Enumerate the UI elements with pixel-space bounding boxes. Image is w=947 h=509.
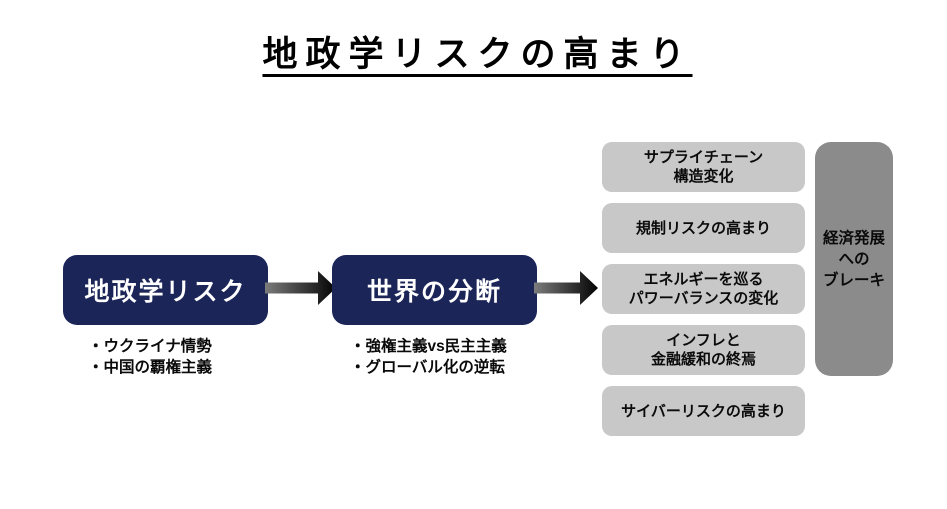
outcome-line: サイバーリスクの高まり [621,402,786,420]
page-title: 地政学リスクの高まり [262,35,693,74]
node-world-division: 世界の分断 [332,255,537,325]
bullet-item: ・強権主義vs民主主義 [350,338,507,355]
outcome-energy-power-balance: エネルギーを巡る パワーバランスの変化 [602,264,805,314]
right-arrow-icon [534,271,598,305]
bullet-item: ・中国の覇権主義 [88,359,213,376]
outcome-line: インフレと [666,332,741,349]
outcome-supply-chain: サプライチェーン 構造変化 [602,142,805,192]
outcome-line: 金融緩和の終焉 [650,351,756,368]
outcome-inflation: インフレと 金融緩和の終焉 [602,325,805,375]
result-line: 経済発展 [822,229,885,247]
outcome-regulatory-risk: 規制リスクの高まり [602,203,805,253]
outcome-cyber-risk: サイバーリスクの高まり [602,386,805,436]
outcome-line: 規制リスクの高まり [635,219,771,237]
result-economic-brake: 経済発展 への ブレーキ [815,142,893,376]
outcome-line: エネルギーを巡る [643,271,764,288]
outcome-line: サプライチェーン [643,149,764,166]
result-line: ブレーキ [822,271,885,289]
bullet-item: ・ウクライナ情勢 [88,338,212,355]
node-geopolitical-risk-bullets: ・ウクライナ情勢 ・中国の覇権主義 [88,336,212,378]
outcome-line: パワーバランスの変化 [628,290,779,307]
result-line: への [838,250,870,268]
outcome-line: 構造変化 [673,168,734,185]
node-world-division-bullets: ・強権主義vs民主主義 ・グローバル化の逆転 [350,336,507,378]
node-geopolitical-risk: 地政学リスク [63,255,268,325]
bullet-item: ・グローバル化の逆転 [350,359,505,376]
node-geopolitical-risk-label: 地政学リスク [84,278,247,306]
right-arrow-icon [265,271,336,305]
node-world-division-label: 世界の分断 [366,278,502,306]
